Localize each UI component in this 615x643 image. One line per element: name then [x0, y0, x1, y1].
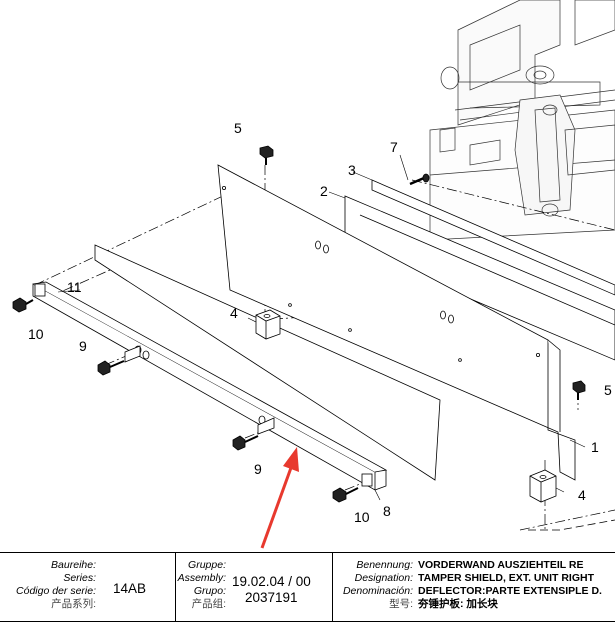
callout-10-right: 10: [354, 509, 370, 525]
name-label-en: Designation:: [354, 572, 413, 584]
part-name-es: DEFLECTOR:PARTE EXTENSIPLE D.: [418, 585, 602, 597]
series-label-en: Series:: [63, 572, 96, 584]
part-11-bar[interactable]: [32, 281, 388, 491]
group-label-zh: 产品组:: [191, 598, 226, 610]
callout-4-upper: 4: [230, 305, 238, 321]
part-names: VORDERWAND AUSZIEHTEIL RE TAMPER SHIELD,…: [418, 559, 602, 611]
screw-7[interactable]: [409, 173, 430, 186]
part-3-strip: [371, 179, 615, 296]
machine-frame: [429, 0, 615, 241]
part-name-en: TAMPER SHIELD, EXT. UNIT RIGHT: [418, 572, 594, 584]
part-4-block-upper[interactable]: [255, 309, 281, 340]
name-labels: Benennung: Designation: Denominación: 型号…: [343, 559, 413, 611]
series-label-zh: 产品系列:: [51, 598, 96, 610]
group-labels: Gruppe: Assembly: Grupo: 产品组:: [178, 559, 226, 611]
part-1-shield[interactable]: [217, 164, 576, 481]
phantom-outline: [528, 519, 615, 531]
part-name-de: VORDERWAND AUSZIEHTEIL RE: [418, 559, 584, 571]
group-label-de: Gruppe:: [188, 559, 226, 571]
callout-11: 11: [67, 279, 82, 295]
callout-10-left: 10: [28, 326, 44, 342]
series-value: 14AB: [113, 581, 147, 596]
callout-4-lower: 4: [578, 487, 586, 503]
part-number: 2037191: [245, 590, 298, 605]
leader-lines: [57, 154, 586, 501]
group-value: 19.02.04 / 00: [232, 574, 311, 589]
title-block: Baureihe: Series: Código der serie: 产品系列…: [0, 552, 615, 622]
callout-3: 3: [348, 162, 356, 178]
group-label-en: Assembly:: [177, 572, 226, 584]
part-name-zh: 夯锤护板: 加长块: [418, 598, 498, 610]
series-label-es: Código der serie:: [16, 585, 96, 597]
callout-1: 1: [591, 439, 599, 455]
bolt-5-top[interactable]: [259, 145, 274, 165]
name-label-de: Benennung:: [356, 559, 413, 571]
bolt-9-lower[interactable]: [232, 435, 259, 451]
callout-5-top: 5: [234, 120, 242, 136]
shield-lower-flap: [94, 244, 441, 481]
exploded-parts-drawing: 1 2 3 4 4 5 5 7 8 9 9 10 10 11: [12, 0, 615, 549]
bolt-5-right[interactable]: [572, 380, 586, 400]
callout-2: 2: [320, 183, 328, 199]
part-4-block-lower[interactable]: [529, 469, 557, 503]
bolt-10-right[interactable]: [332, 487, 359, 503]
callout-9-upper: 9: [79, 338, 87, 354]
title-block-divider: [332, 553, 333, 621]
bolt-9-upper[interactable]: [97, 360, 125, 376]
series-label-de: Baureihe:: [51, 559, 96, 571]
group-label-es: Grupo:: [193, 585, 226, 597]
name-label-es: Denominación:: [342, 585, 413, 597]
callout-9-lower: 9: [254, 461, 262, 477]
series-labels: Baureihe: Series: Código der serie: 产品系列…: [16, 559, 96, 611]
callout-7: 7: [390, 139, 398, 155]
callout-5-right: 5: [604, 382, 612, 398]
bolt-10-left[interactable]: [12, 297, 34, 313]
red-arrow-indicator: [260, 447, 299, 549]
callout-8: 8: [383, 503, 391, 519]
title-block-divider: [175, 553, 176, 621]
name-label-zh: 型号:: [389, 598, 413, 610]
part-2-plate: [344, 195, 615, 361]
